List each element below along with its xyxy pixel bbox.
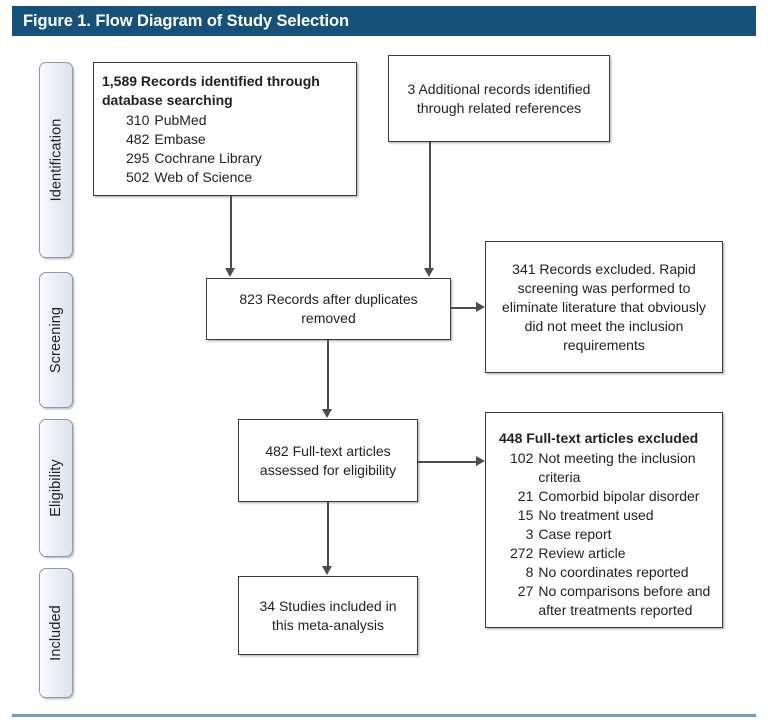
box-fulltext-assessed-text: 482 Full-text articles assessed for elig… xyxy=(259,442,397,478)
connector-duplicates-to-fulltext xyxy=(327,340,329,410)
exclusion-reason-list: 102 Not meeting the inclusion criteria 2… xyxy=(510,449,714,620)
stage-label-screening: Screening xyxy=(39,272,73,408)
list-item: 310 PubMed xyxy=(126,111,262,130)
arrowhead-identified-to-duplicates xyxy=(225,268,235,277)
box-fulltext-excluded: 448 Full-text articles excluded 102 Not … xyxy=(485,412,723,628)
list-item-label: Comorbid bipolar disorder xyxy=(538,488,700,504)
box-studies-included: 34 Studies included in this meta-analysi… xyxy=(238,576,418,655)
box-records-after-duplicates: 823 Records after duplicates removed xyxy=(206,278,451,340)
arrowhead-duplicates-to-excluded xyxy=(476,302,485,312)
connector-duplicates-to-excluded xyxy=(451,307,477,309)
connector-fulltext-to-excluded xyxy=(418,461,477,463)
list-item: 102 Not meeting the inclusion criteria xyxy=(510,449,714,487)
database-breakdown-list: 310 PubMed 482 Embase 295 Cochrane Libra… xyxy=(126,111,262,187)
list-item: 8 No coordinates reported xyxy=(510,563,714,582)
list-item: 15 No treatment used xyxy=(510,506,714,525)
box-records-excluded-text: 341 Records excluded. Rapid screening wa… xyxy=(502,260,706,353)
list-item-count: 27 xyxy=(517,583,534,599)
page-title: Figure 1. Flow Diagram of Study Selectio… xyxy=(23,11,349,30)
list-item-count: 8 xyxy=(525,564,534,580)
stage-label-included: Included xyxy=(39,568,73,698)
list-item-count: 310 xyxy=(126,112,150,128)
connector-fulltext-to-included xyxy=(327,502,329,567)
box-fulltext-excluded-headline: 448 Full-text articles excluded xyxy=(499,430,699,446)
box-fulltext-assessed: 482 Full-text articles assessed for elig… xyxy=(238,419,418,502)
list-item: 502 Web of Science xyxy=(126,168,262,187)
list-item-label: Case report xyxy=(538,526,612,542)
stage-label-identification: Identification xyxy=(39,62,73,258)
list-item-label: Embase xyxy=(154,131,206,147)
list-item-label: Review article xyxy=(538,545,626,561)
box-additional-records-text: 3 Additional records identified through … xyxy=(407,80,591,116)
list-item-label: Web of Science xyxy=(154,169,253,185)
list-item-label: PubMed xyxy=(154,112,207,128)
list-item-label: No coordinates reported xyxy=(538,564,689,580)
connector-identified-to-duplicates xyxy=(230,196,232,269)
list-item: 27 No comparisons before and after treat… xyxy=(510,582,714,620)
list-item-count: 482 xyxy=(126,131,150,147)
list-item-count: 15 xyxy=(517,507,534,523)
stage-label-eligibility: Eligibility xyxy=(39,419,73,557)
list-item: 3 Case report xyxy=(510,525,714,544)
arrowhead-fulltext-to-excluded xyxy=(476,456,485,466)
list-item-count: 272 xyxy=(510,545,534,561)
stage-label-screening-text: Screening xyxy=(48,306,65,374)
list-item: 295 Cochrane Library xyxy=(126,149,262,168)
list-item-count: 295 xyxy=(126,150,150,166)
list-item-label: No comparisons before and after treatmen… xyxy=(538,583,711,618)
figure-bottom-rule xyxy=(12,714,756,717)
box-records-excluded: 341 Records excluded. Rapid screening wa… xyxy=(485,241,723,373)
list-item-label: Cochrane Library xyxy=(154,150,262,166)
list-item: 21 Comorbid bipolar disorder xyxy=(510,487,714,506)
list-item-label: No treatment used xyxy=(538,507,654,523)
stage-label-identification-text: Identification xyxy=(48,118,65,202)
connector-additional-to-duplicates xyxy=(429,142,431,269)
list-item: 482 Embase xyxy=(126,130,262,149)
box-additional-records: 3 Additional records identified through … xyxy=(388,55,610,142)
box-records-identified-headline: 1,589 Records identified through databas… xyxy=(102,73,320,108)
figure-title-bar: Figure 1. Flow Diagram of Study Selectio… xyxy=(12,6,756,36)
list-item: 272 Review article xyxy=(510,544,714,563)
list-item-label: Not meeting the inclusion criteria xyxy=(538,450,696,485)
list-item-count: 3 xyxy=(525,526,534,542)
arrowhead-additional-to-duplicates xyxy=(424,268,434,277)
box-records-after-duplicates-text: 823 Records after duplicates removed xyxy=(239,291,418,326)
list-item-count: 21 xyxy=(517,488,534,504)
box-studies-included-text: 34 Studies included in this meta-analysi… xyxy=(259,597,397,633)
arrowhead-duplicates-to-fulltext xyxy=(322,409,332,418)
stage-label-included-text: Included xyxy=(48,605,64,661)
list-item-count: 502 xyxy=(126,169,150,185)
stage-label-eligibility-text: Eligibility xyxy=(48,459,65,517)
box-records-identified-database: 1,589 Records identified through databas… xyxy=(93,62,357,196)
list-item-count: 102 xyxy=(510,450,534,466)
arrowhead-fulltext-to-included xyxy=(322,566,332,575)
